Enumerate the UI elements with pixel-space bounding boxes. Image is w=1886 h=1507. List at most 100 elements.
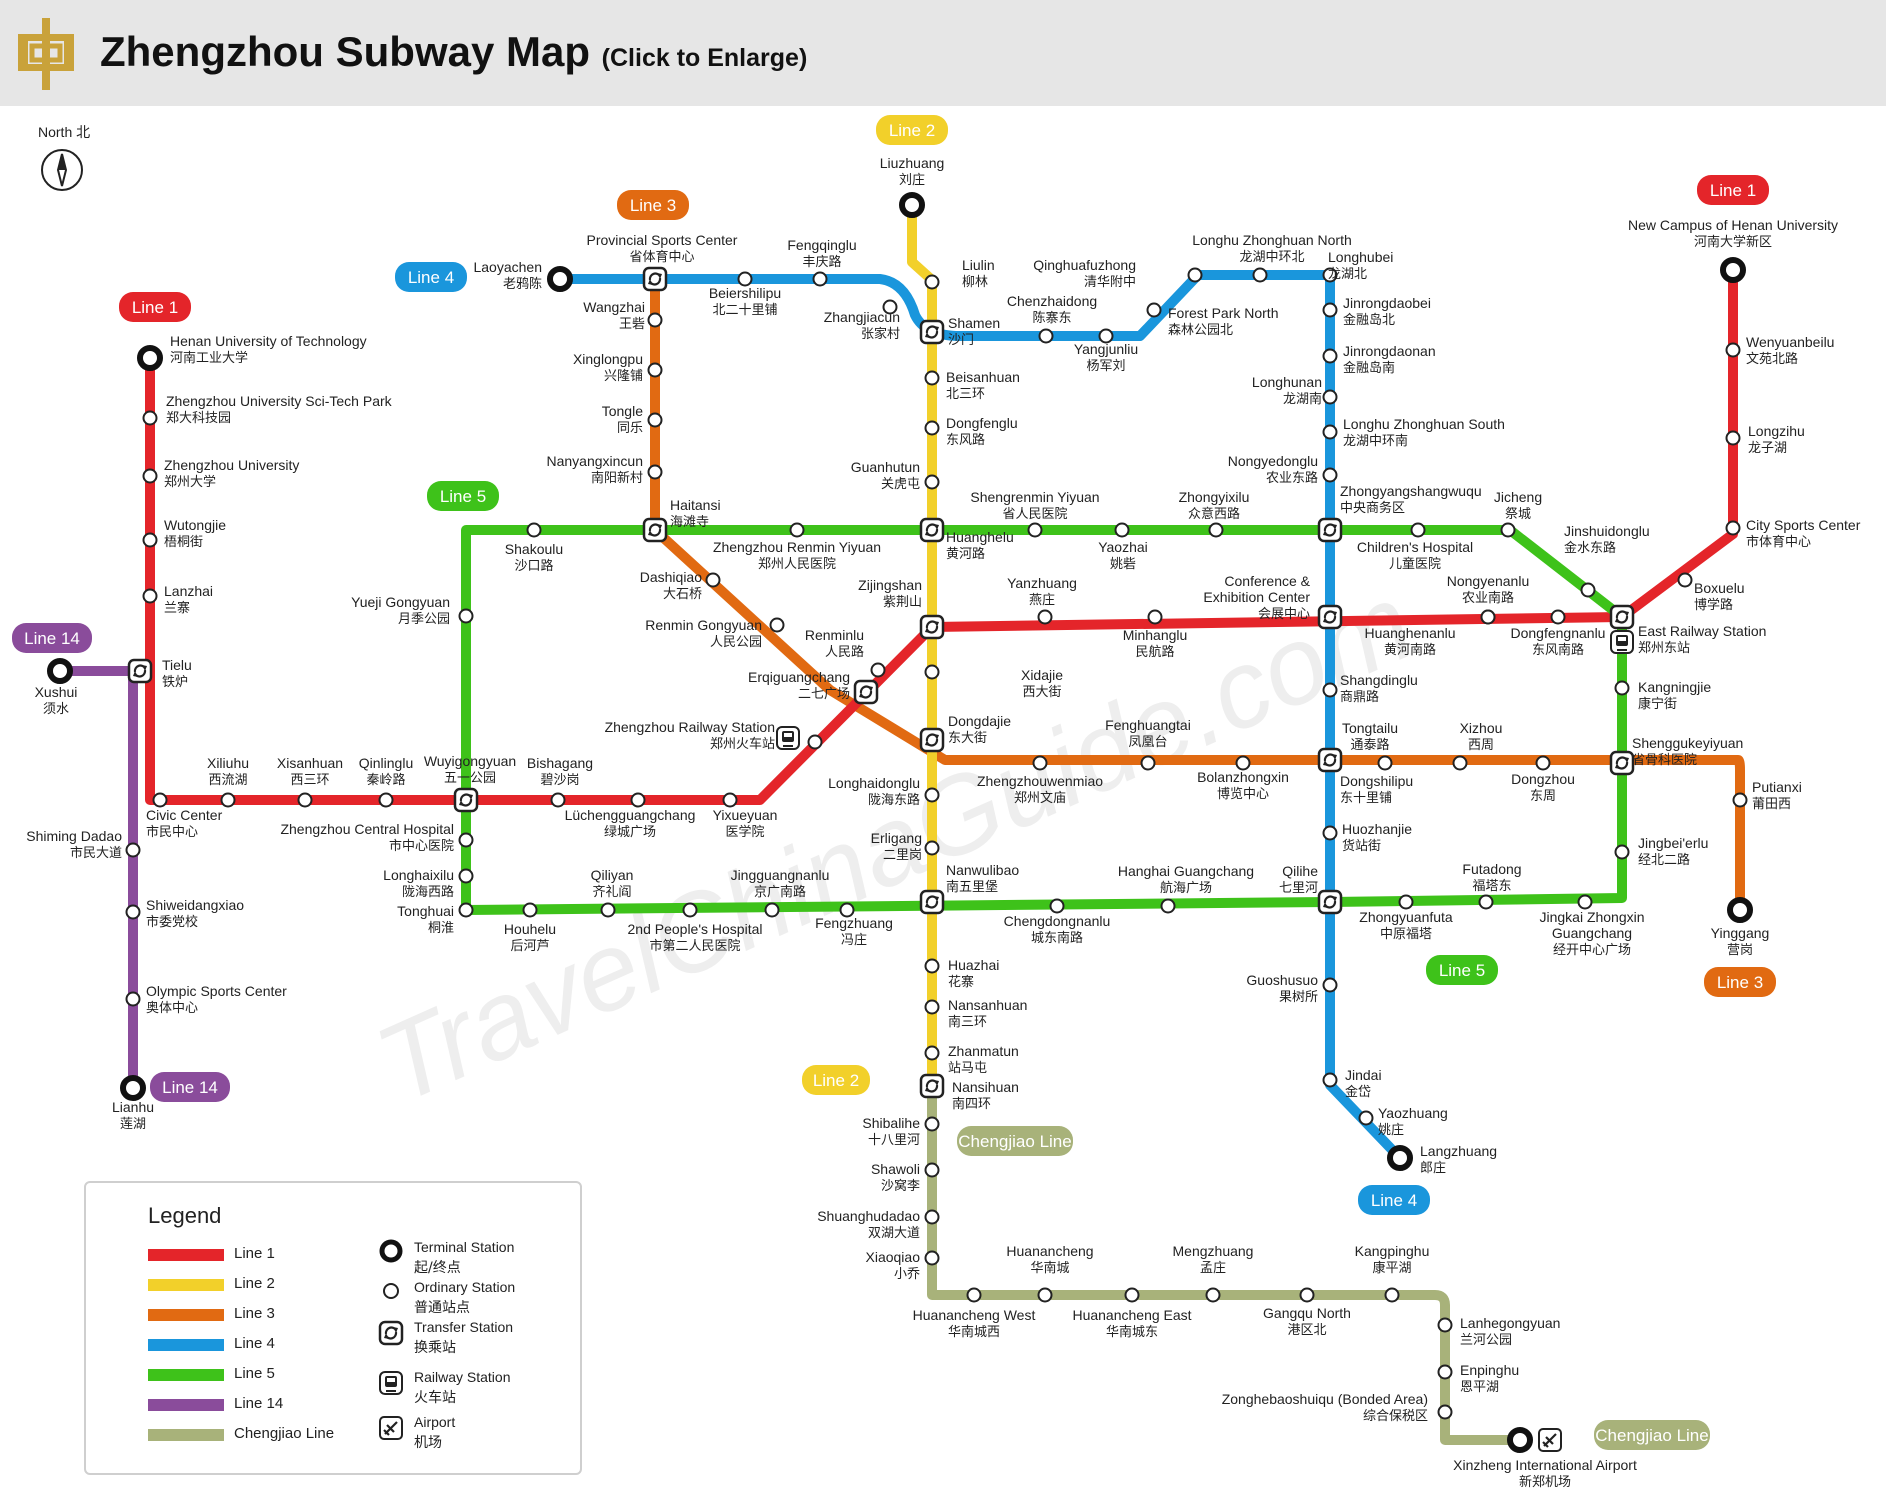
- line-tag-l14-top[interactable]: Line 14: [12, 623, 92, 653]
- line-tag-cj-top[interactable]: Chengjiao Line: [957, 1126, 1073, 1156]
- station-zonghebaoshuiqu[interactable]: Zonghebaoshuiqu (Bonded Area)综合保税区: [1222, 1391, 1453, 1424]
- line-tag-l4-top[interactable]: Line 4: [395, 262, 467, 292]
- page-title[interactable]: Zhengzhou Subway Map (Click to Enlarge): [100, 28, 807, 76]
- line-tag-l2-bottom[interactable]: Line 2: [802, 1065, 870, 1095]
- line-tag-l3-top[interactable]: Line 3: [617, 190, 689, 220]
- line-tag-l4-bottom[interactable]: Line 4: [1358, 1185, 1430, 1215]
- line-tag-l5-right[interactable]: Line 5: [1426, 955, 1498, 985]
- line-tag-l2-top[interactable]: Line 2: [876, 115, 948, 145]
- line-tag-l1-left[interactable]: Line 1: [119, 292, 191, 322]
- line-tag-cj-bottom[interactable]: Chengjiao Line: [1594, 1420, 1710, 1450]
- line-tag-l3-bottom[interactable]: Line 3: [1704, 967, 1776, 997]
- line-tag-l1-right[interactable]: Line 1: [1697, 175, 1769, 205]
